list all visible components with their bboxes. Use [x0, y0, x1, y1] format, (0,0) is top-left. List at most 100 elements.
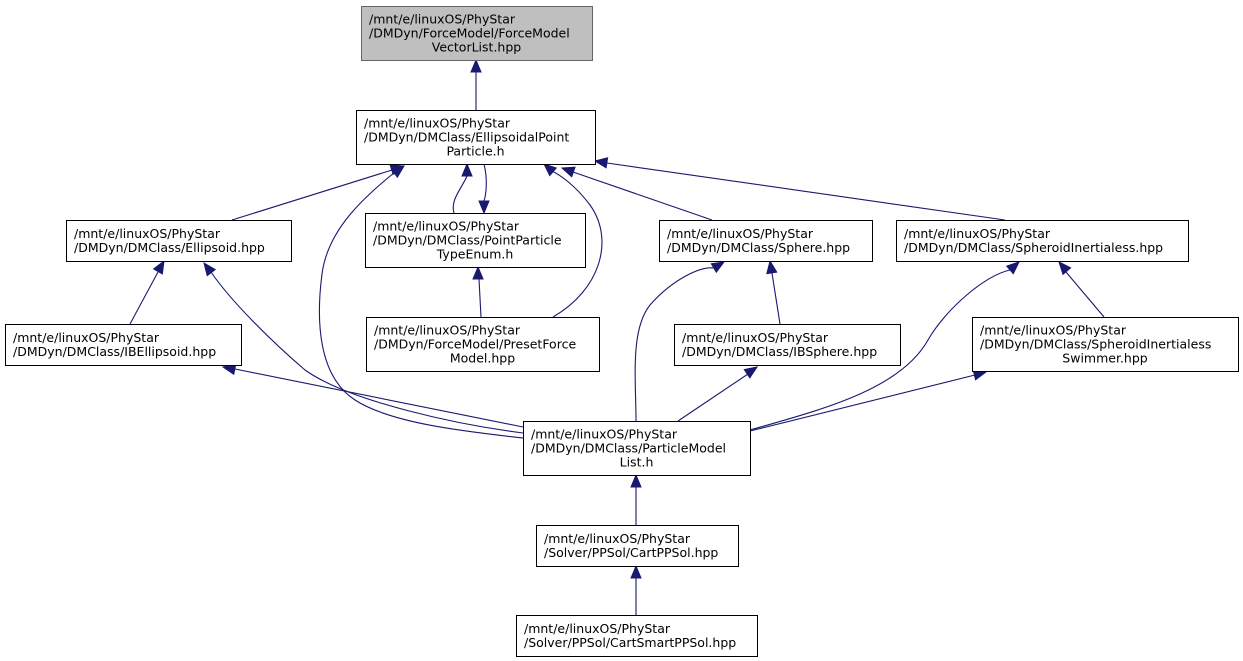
edge-line: [1065, 271, 1105, 318]
edge-pointparticletypeenum-to-ellipsoidalpointparticle: [452, 162, 473, 214]
node-ibellipsoid[interactable]: /mnt/e/linuxOS/PhyStar/DMDyn/DMClass/IBE…: [5, 324, 242, 366]
node-box[interactable]: [972, 317, 1239, 372]
node-label-line: /mnt/e/linuxOS/PhyStar: [369, 11, 516, 26]
node-ibsphere[interactable]: /mnt/e/linuxOS/PhyStar/DMDyn/DMClass/IBS…: [674, 324, 901, 366]
node-label-line: /mnt/e/linuxOS/PhyStar: [13, 330, 160, 345]
node-cartsmartppsol[interactable]: /mnt/e/linuxOS/PhyStar/Solver/PPSol/Cart…: [516, 615, 758, 657]
edge-arrowhead: [593, 157, 609, 169]
node-box[interactable]: [361, 6, 593, 61]
node-label-line: /mnt/e/linuxOS/PhyStar: [544, 531, 691, 546]
edge-arrowhead: [470, 58, 482, 73]
edge-line: [483, 163, 487, 202]
node-presetforcemodel[interactable]: /mnt/e/linuxOS/PhyStar/DMDyn/ForceModel/…: [366, 317, 600, 372]
node-label-line: /DMDyn/ForceModel/PresetForce: [374, 337, 576, 352]
edge-line: [234, 368, 524, 428]
node-label-line: VectorList.hpp: [432, 40, 522, 55]
node-label-line: /mnt/e/linuxOS/PhyStar: [374, 322, 521, 337]
edge-line: [771, 272, 781, 325]
node-label-line: Swimmer.hpp: [1062, 351, 1147, 366]
edge-line: [551, 170, 603, 318]
edge-arrowhead: [543, 163, 558, 177]
edge-presetforcemodel-to-ellipsoidalpointparticle: [543, 163, 603, 318]
node-label-line: /mnt/e/linuxOS/PhyStar: [531, 426, 678, 441]
node-box[interactable]: [365, 213, 586, 268]
node-label-line: /mnt/e/linuxOS/PhyStar: [904, 226, 1051, 241]
node-spheroidinertialessswimmer[interactable]: /mnt/e/linuxOS/PhyStar/DMDyn/DMClass/Sph…: [972, 317, 1239, 372]
edge-ellipsoidalpointparticle-to-pointparticletypeenum: [478, 163, 490, 215]
node-label-line: /DMDyn/DMClass/IBEllipsoid.hpp: [13, 344, 216, 359]
edge-line: [129, 271, 159, 325]
node-box[interactable]: [356, 110, 596, 165]
edge-particlemodellist-to-sphere: [634, 261, 726, 422]
edge-line: [572, 171, 713, 221]
edge-line: [318, 171, 524, 439]
edge-arrowhead: [152, 259, 165, 275]
node-box[interactable]: [366, 317, 600, 372]
edge-arrowhead: [630, 564, 642, 579]
node-particlemodellist[interactable]: /mnt/e/linuxOS/PhyStar/DMDyn/DMClass/Par…: [523, 421, 751, 476]
node-box[interactable]: [536, 525, 739, 567]
edge-arrowhead: [1058, 261, 1072, 276]
node-label-line: /DMDyn/DMClass/IBSphere.hpp: [682, 344, 877, 359]
edge-line: [634, 267, 715, 422]
edge-arrowhead: [766, 259, 778, 275]
edge-arrowhead: [472, 265, 484, 280]
edge-sphere-to-ellipsoidalpointparticle: [560, 166, 713, 221]
node-label-line: /DMDyn/DMClass/Ellipsoid.hpp: [74, 240, 265, 255]
edge-line: [210, 271, 524, 434]
node-label-line: /mnt/e/linuxOS/PhyStar: [524, 621, 671, 636]
node-label-line: /Solver/PPSol/CartSmartPPSol.hpp: [524, 635, 736, 650]
edge-spheroidinertialess-to-ellipsoidalpointparticle: [593, 157, 1006, 221]
edge-particlemodellist-to-ellipsoid: [203, 261, 524, 434]
edge-particlemodellist-to-ibsphere: [677, 366, 759, 422]
node-pointparticletypeenum[interactable]: /mnt/e/linuxOS/PhyStar/DMDyn/DMClass/Poi…: [365, 213, 586, 268]
node-label-line: TypeEnum.h: [436, 247, 514, 262]
edges-layer: [129, 58, 1105, 615]
node-label-line: Particle.h: [446, 144, 504, 159]
edge-particlemodellist-to-spheroidinertialessswimmer: [749, 369, 988, 432]
node-ellipsoidalpointparticle[interactable]: /mnt/e/linuxOS/PhyStar/DMDyn/DMClass/Ell…: [356, 110, 596, 165]
edge-line: [606, 162, 1006, 221]
node-label-line: /DMDyn/DMClass/SpheroidInertialess: [980, 337, 1211, 352]
node-cartppsol[interactable]: /mnt/e/linuxOS/PhyStar/Solver/PPSol/Cart…: [536, 525, 739, 567]
edge-arrowhead: [390, 165, 406, 179]
edge-arrowhead: [710, 261, 726, 274]
node-box[interactable]: [659, 220, 873, 262]
edge-ibellipsoid-to-ellipsoid: [129, 259, 165, 325]
node-box[interactable]: [896, 220, 1189, 262]
node-box[interactable]: [674, 324, 901, 366]
node-box[interactable]: [523, 421, 751, 476]
node-label-line: /mnt/e/linuxOS/PhyStar: [364, 115, 511, 130]
node-label-line: /DMDyn/DMClass/EllipsoidalPoint: [364, 130, 569, 145]
edge-arrowhead: [743, 366, 759, 379]
edge-cartppsol-to-particlemodellist: [630, 473, 642, 525]
node-label-line: /DMDyn/DMClass/SpheroidInertialess.hpp: [904, 240, 1163, 255]
node-box[interactable]: [5, 324, 242, 366]
edge-arrowhead: [630, 473, 642, 488]
node-label-line: /DMDyn/ForceModel/ForceModel: [369, 26, 570, 41]
node-spheroidinertialess[interactable]: /mnt/e/linuxOS/PhyStar/DMDyn/DMClass/Sph…: [896, 220, 1189, 262]
edge-spheroidinertialessswimmer-to-spheroidinertialess: [1058, 261, 1105, 318]
edge-arrowhead: [1005, 261, 1020, 275]
nodes-layer: /mnt/e/linuxOS/PhyStar/DMDyn/ForceModel/…: [5, 6, 1239, 657]
edge-line: [749, 374, 976, 432]
node-sphere[interactable]: /mnt/e/linuxOS/PhyStar/DMDyn/DMClass/Sph…: [659, 220, 873, 262]
node-box[interactable]: [66, 220, 292, 262]
edge-arrowhead: [560, 166, 576, 178]
node-label-line: /mnt/e/linuxOS/PhyStar: [74, 226, 221, 241]
node-label-line: /mnt/e/linuxOS/PhyStar: [980, 322, 1127, 337]
edge-particlemodellist-to-ellipsoidalpointparticle: [318, 165, 524, 439]
node-label-line: /DMDyn/DMClass/ParticleModel: [531, 441, 726, 456]
edge-arrowhead: [461, 162, 473, 177]
node-label-line: /DMDyn/DMClass/Sphere.hpp: [667, 240, 850, 255]
edge-line: [231, 169, 393, 221]
edge-line: [478, 278, 482, 318]
node-label-line: /DMDyn/DMClass/PointParticle: [373, 233, 562, 248]
node-label-line: Model.hpp: [450, 351, 515, 366]
node-forcemodelvectorlist[interactable]: /mnt/e/linuxOS/PhyStar/DMDyn/ForceModel/…: [361, 6, 593, 61]
node-label-line: List.h: [620, 455, 654, 470]
node-box[interactable]: [516, 615, 758, 657]
node-ellipsoid[interactable]: /mnt/e/linuxOS/PhyStar/DMDyn/DMClass/Ell…: [66, 220, 292, 262]
edge-line: [749, 269, 1011, 431]
